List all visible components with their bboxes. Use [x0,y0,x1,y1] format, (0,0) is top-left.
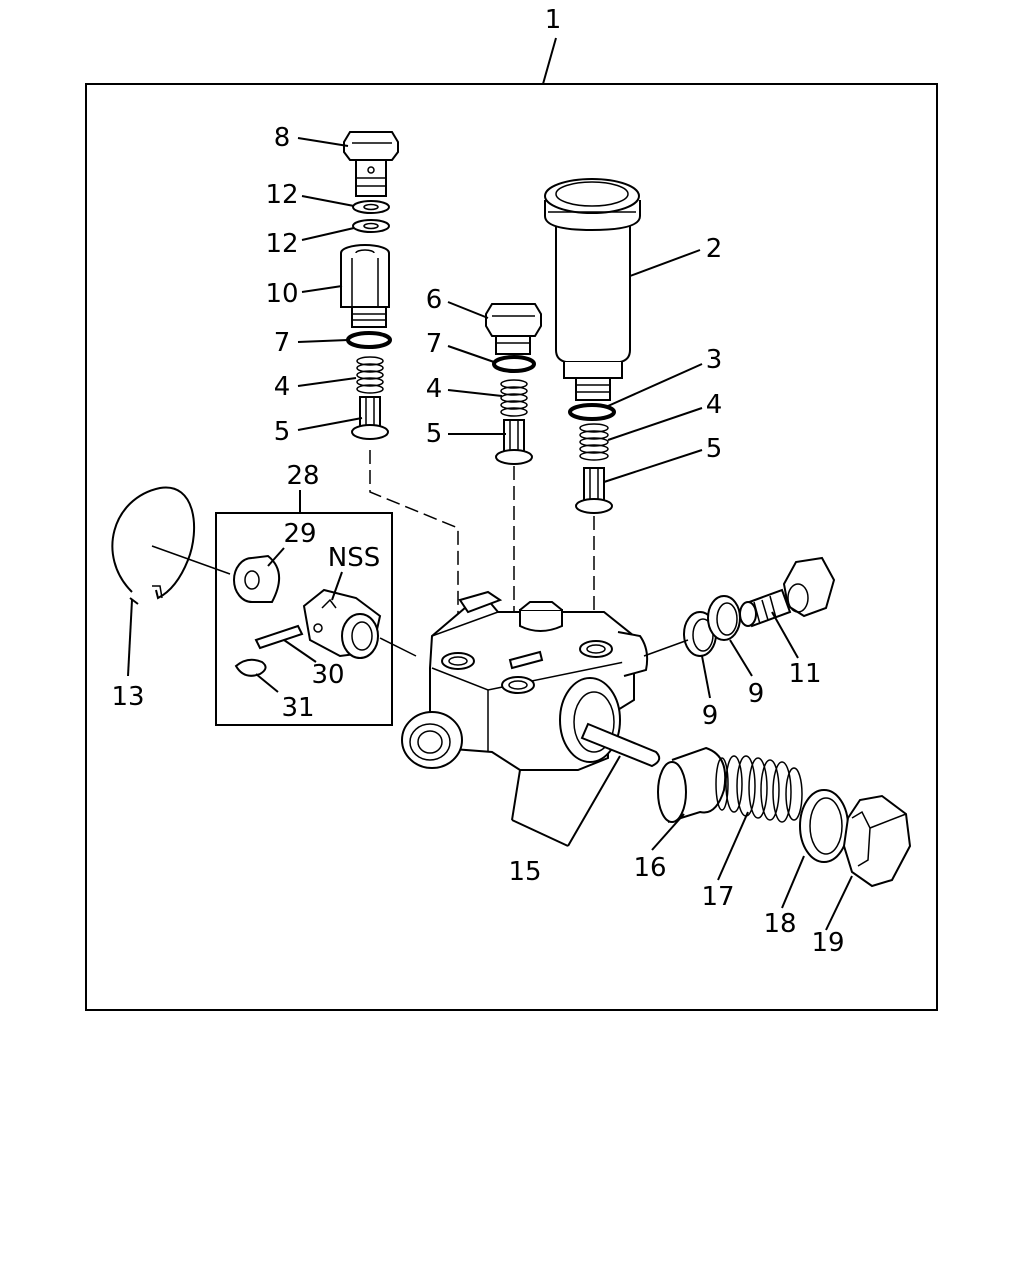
leader-12a [301,195,355,207]
part-5-valve-right [575,467,613,514]
part-10-adapter [340,244,390,328]
label-7b: 7 [426,329,443,359]
leader-15a [511,769,521,821]
leader-7b [447,345,495,363]
part-2-filter-cup [544,178,641,401]
part-30-pin [254,624,304,650]
label-11: 11 [788,659,821,689]
label-13: 13 [111,682,144,712]
part-31-shim [234,658,267,677]
part-12-washer-lower [352,219,390,233]
label-5b: 5 [426,419,443,449]
label-5c: 5 [706,434,723,464]
leader-4a [297,377,357,387]
label-6: 6 [426,285,443,315]
part-4-spring-right [579,423,609,461]
leader-5c [603,449,703,483]
part-16-piston [657,746,727,823]
shaft [580,722,661,768]
label-31: 31 [281,693,314,723]
label-4c: 4 [706,390,723,420]
part-11-valve-bolt [739,556,836,628]
label-8: 8 [274,123,291,153]
label-9b: 9 [748,679,765,709]
label-5a: 5 [274,417,291,447]
leader-18 [781,855,805,909]
leader-2 [629,249,701,277]
label-7a: 7 [274,328,291,358]
label-16: 16 [633,853,666,883]
part-18-washer [799,789,849,863]
leader-6 [447,301,489,319]
label-10: 10 [265,279,298,309]
part-9-axis [643,639,689,657]
label-17: 17 [701,882,734,912]
part-17-spring [715,755,803,823]
leader-9b [729,639,753,677]
part-8-banjo-bolt [343,131,399,197]
leader-15c [567,755,621,847]
label-12a: 12 [265,180,298,210]
part-5-valve-left [351,396,389,440]
leader-30 [283,639,317,663]
label-4a: 4 [274,372,291,402]
part-13-circlip [111,486,195,605]
leader-13 [127,599,133,677]
leader-7a [297,339,349,343]
part-3-oring [568,403,616,421]
axis-box-to-body [379,637,417,657]
leader-17 [717,811,749,881]
part-4-spring-left [356,356,384,394]
label-18: 18 [763,909,796,939]
nss-roller-part [302,588,382,659]
label-9a: 9 [702,701,719,731]
label-12b: 12 [265,229,298,259]
label-28: 28 [286,461,319,491]
leader-19 [825,875,853,931]
leader-10 [301,285,343,293]
axis-13 [151,545,231,575]
leader-nss [331,571,343,601]
leader-3 [607,363,703,407]
part-29-bushing [233,554,280,603]
part-12-washer-upper [352,200,390,214]
part-7-oring-left [346,331,392,349]
label-3: 3 [706,345,723,375]
label-4b: 4 [426,374,443,404]
leader-4c [607,407,703,441]
leader-8 [297,137,349,147]
assembly-line-left [369,450,459,660]
label-30: 30 [311,660,344,690]
leader-4b [447,389,503,397]
label-nss: NSS [328,543,380,573]
part-9-ring-b [707,595,741,641]
label-19: 19 [811,928,844,958]
label-1: 1 [545,5,562,35]
leader-9a [701,655,711,699]
part-5-valve-center [495,419,533,465]
label-15: 15 [508,857,541,887]
leader-31 [255,673,279,693]
leader-12b [301,227,355,241]
subassembly-box-28 [215,512,393,726]
leader-11 [771,611,799,659]
part-7-oring-center [492,355,536,373]
label-29: 29 [283,519,316,549]
part-15-pump-body [401,590,649,771]
leader-15b [511,819,569,847]
assembly-frame [85,83,938,1011]
label-2: 2 [706,234,723,264]
leader-16 [651,813,685,851]
part-4-spring-center [500,379,528,417]
part-6-plug [485,303,542,355]
leader-5a [297,417,363,431]
part-19-cap-nut [842,794,912,888]
leader-1 [542,37,557,85]
leader-29 [267,547,285,567]
